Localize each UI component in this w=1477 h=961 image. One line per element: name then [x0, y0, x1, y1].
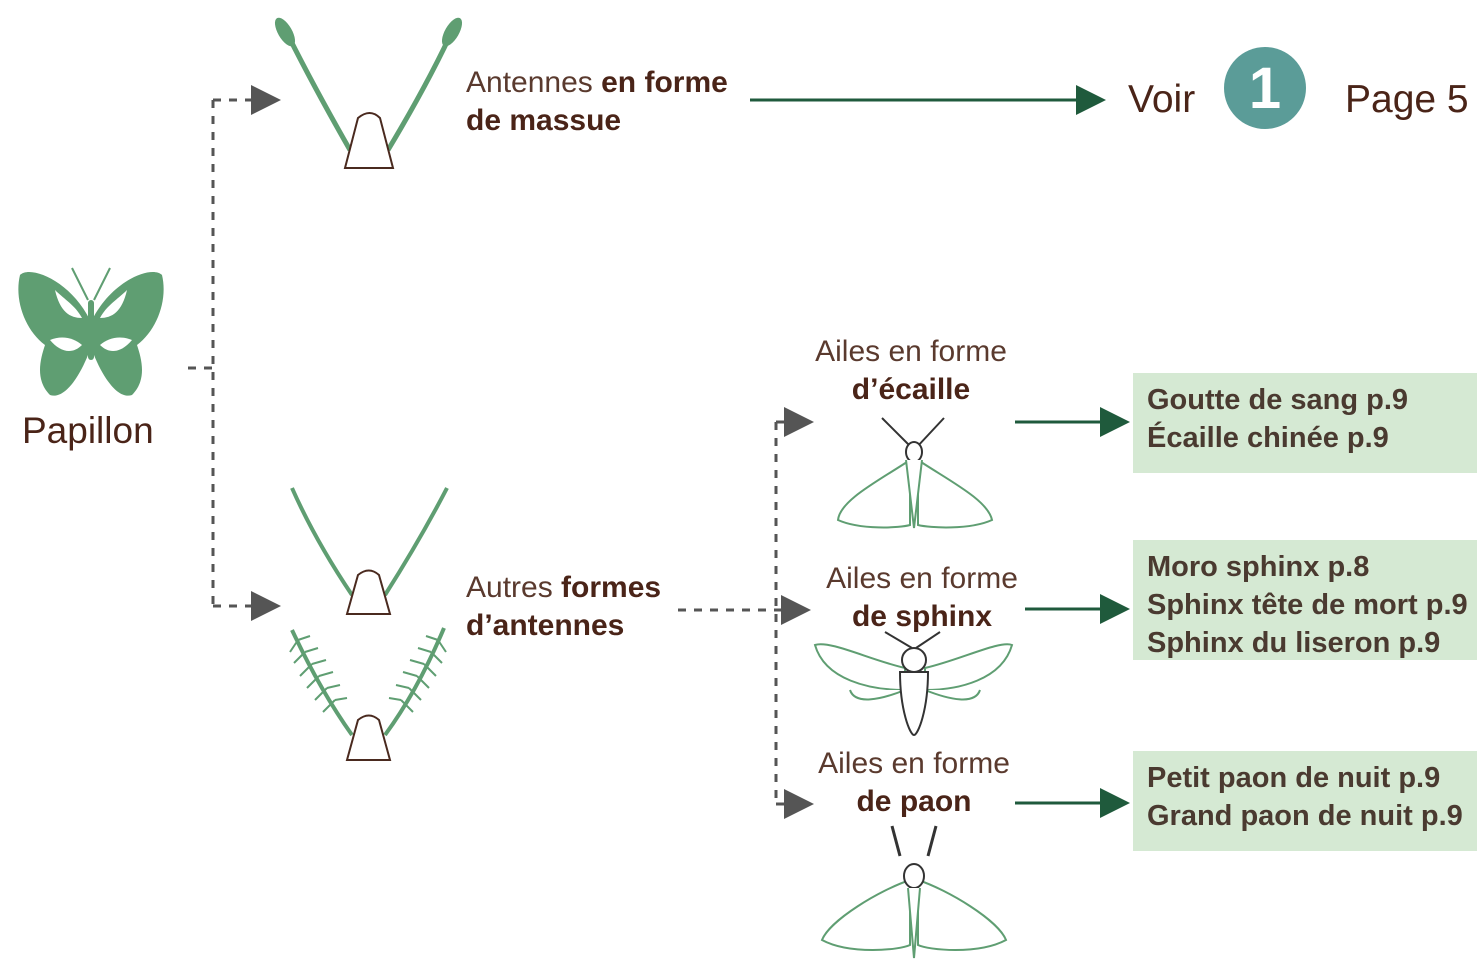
- species-item: Grand paon de nuit p.9: [1147, 800, 1463, 832]
- dotted-tree: [188, 85, 814, 819]
- species-item: Goutte de sang p.9: [1147, 384, 1409, 416]
- butterfly-icon: [18, 267, 164, 396]
- wing-label-light: Ailes en forme: [818, 747, 1010, 780]
- wing-label-light: Ailes en forme: [815, 335, 1007, 368]
- branch-autres-light: Autres: [466, 571, 562, 604]
- species-box-ecaille: Goutte de sang p.9 Écaille chinée p.9: [1133, 373, 1477, 473]
- species-box-paon: Petit paon de nuit p.9 Grand paon de nui…: [1133, 751, 1477, 851]
- wing-label-bold: de sphinx: [851, 600, 993, 633]
- reference-number-badge: 1: [1224, 47, 1306, 129]
- moth-sphinx-icon: [813, 631, 1014, 737]
- feathered-antennae-icon: [289, 627, 447, 761]
- species-item: Petit paon de nuit p.9: [1147, 762, 1441, 794]
- moth-ecaille-icon: [836, 417, 994, 529]
- reference-prefix: Voir: [1128, 78, 1196, 121]
- club-antennae-icon: [274, 17, 463, 169]
- wing-label-ecaille: Ailes en forme d’écaille: [791, 333, 1031, 409]
- wing-label-paon: Ailes en forme de paon: [794, 745, 1034, 821]
- species-box-sphinx: Moro sphinx p.8 Sphinx tête de mort p.9 …: [1133, 540, 1477, 660]
- branch-massue-bold: en forme de massue: [466, 66, 728, 137]
- branch-autres-bold: formes d’antennes: [466, 571, 662, 642]
- branch-massue-light: Antennes: [466, 66, 602, 99]
- reference-page: Page 5: [1345, 78, 1469, 121]
- root-label: Papillon: [22, 410, 154, 451]
- species-item: Moro sphinx p.8: [1147, 551, 1370, 583]
- branch-massue-label: Antennes en forme de massue: [466, 64, 756, 140]
- species-item: Écaille chinée p.9: [1147, 422, 1389, 454]
- species-item: Sphinx tête de mort p.9: [1147, 589, 1468, 621]
- species-item: Sphinx du liseron p.9: [1147, 627, 1441, 659]
- branch-autres-label: Autres formes d’antennes: [466, 569, 686, 645]
- wing-label-sphinx: Ailes en forme de sphinx: [802, 560, 1042, 636]
- moth-paon-icon: [820, 825, 1008, 959]
- thin-antennae-icon: [290, 487, 449, 615]
- wing-label-light: Ailes en forme: [826, 562, 1018, 595]
- wing-label-bold: d’écaille: [851, 373, 971, 406]
- wing-label-bold: de paon: [856, 785, 972, 818]
